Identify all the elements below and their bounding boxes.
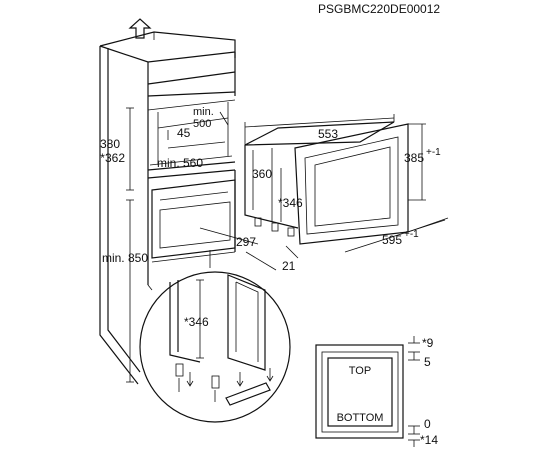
top-gap-label: *9 bbox=[422, 336, 434, 350]
bracket-offset-label: 297 bbox=[236, 235, 256, 249]
cabinet-dimensions bbox=[126, 107, 233, 383]
top-offset-label: 5 bbox=[424, 355, 431, 369]
front-height-label: 360 bbox=[252, 167, 272, 181]
depth-label: 553 bbox=[318, 127, 338, 141]
min-width-label: min. 560 bbox=[157, 156, 203, 170]
appliance-dimensions bbox=[199, 114, 449, 259]
front-view bbox=[315, 336, 420, 447]
trim-label: 21 bbox=[282, 259, 296, 273]
bottom-offset-label: 0 bbox=[424, 417, 431, 431]
cabinet bbox=[99, 31, 236, 385]
bottom-gap-label: *14 bbox=[420, 433, 438, 447]
inner-height-label: *346 bbox=[278, 196, 303, 210]
total-height-label: min. 850 bbox=[102, 251, 148, 265]
top-label: TOP bbox=[349, 365, 371, 377]
width-tolerance: +-1 bbox=[404, 229, 419, 240]
detail-view bbox=[139, 250, 291, 423]
width-label: 595 bbox=[382, 233, 402, 247]
min-depth-label-a: min. bbox=[193, 106, 214, 118]
cabinet-height-alt-label: *362 bbox=[100, 151, 125, 165]
height-tolerance: +-1 bbox=[426, 147, 441, 158]
detail-inner-height-label: *346 bbox=[184, 315, 209, 329]
document-code: PSGBMC220DE00012 bbox=[318, 2, 440, 16]
min-depth-label-b: 500 bbox=[193, 118, 211, 130]
cabinet-height-label: 380 bbox=[100, 137, 120, 151]
gap-label: 45 bbox=[177, 126, 191, 140]
height-label: 385 bbox=[404, 151, 424, 165]
up-arrow-icon bbox=[128, 18, 152, 39]
bottom-label: BOTTOM bbox=[337, 412, 384, 424]
